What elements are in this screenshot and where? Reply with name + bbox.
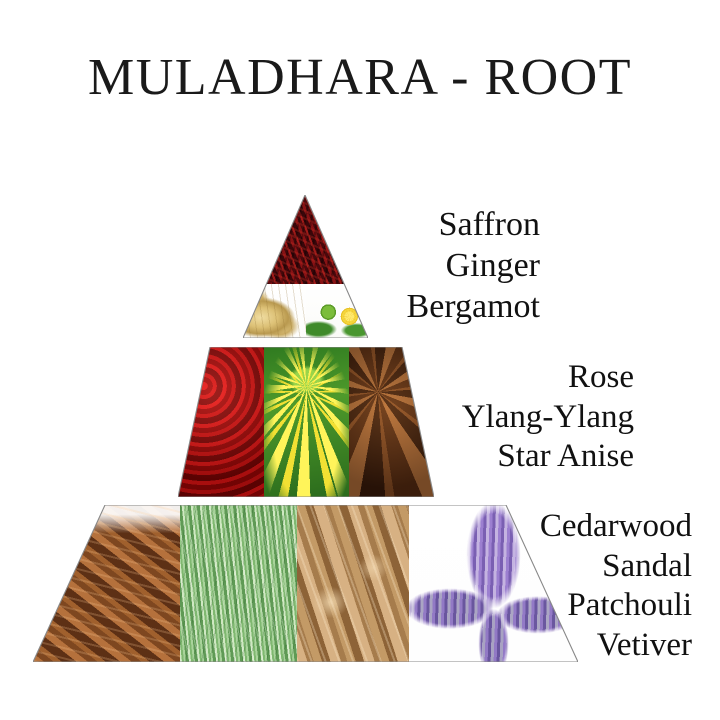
tier-top-labels: Saffron Ginger Bergamot — [150, 205, 540, 327]
image-sandalwood-logs — [297, 505, 410, 662]
note-star-anise: Star Anise — [497, 438, 634, 475]
note-ginger: Ginger — [445, 246, 540, 284]
image-cedarwood-chips — [33, 505, 181, 662]
pyramid-tier-top — [243, 195, 368, 338]
sandalwood-texture — [297, 505, 410, 662]
tier-bottom-labels: Cedarwood Sandal Patchouli Vetiver — [420, 507, 692, 665]
note-sandal: Sandal — [602, 547, 692, 584]
note-ylang-ylang: Ylang-Ylang — [461, 398, 634, 435]
pyramid-tier-bottom — [33, 505, 578, 662]
page-title: MULADHARA - ROOT — [88, 49, 632, 106]
note-vetiver: Vetiver — [596, 626, 692, 663]
cedarwood-texture — [33, 505, 181, 662]
note-patchouli: Patchouli — [567, 587, 692, 624]
note-cedarwood: Cedarwood — [539, 508, 692, 544]
tier-middle-labels: Rose Ylang-Ylang Star Anise — [240, 358, 634, 477]
note-bergamot: Bergamot — [406, 287, 540, 325]
note-rose: Rose — [568, 359, 634, 395]
note-saffron: Saffron — [438, 206, 540, 243]
pyramid-tier-middle — [178, 347, 434, 497]
image-vetiver-grass — [180, 505, 298, 662]
vetiver-texture — [180, 505, 298, 662]
